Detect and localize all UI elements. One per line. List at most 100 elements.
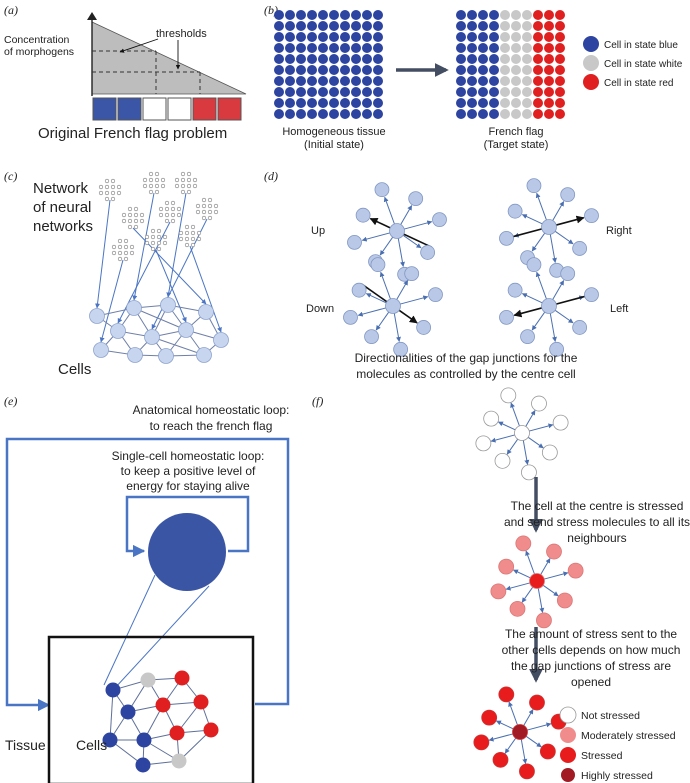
flag-cell [456,109,466,119]
tissue-cell [329,98,339,108]
tissue-cell [351,87,361,97]
stress-edge [520,737,528,765]
tissue-cell [274,32,284,42]
junction-edge [395,280,409,302]
neuron-dot [154,183,160,189]
tissue-cell [318,87,328,97]
flag-cell [522,21,532,31]
flag-cell [555,54,565,64]
neighbour-cell [499,309,514,325]
flag-cell [467,21,477,31]
tissue-box [47,635,255,783]
legend-swatch-red [583,74,599,90]
tissue-cell [296,98,306,108]
flag-cell [555,43,565,53]
tissue-cell [373,65,383,75]
neuron-dot [195,203,201,209]
tissue-cell [318,76,328,86]
neuron-dot [192,183,198,189]
neuron-dot [144,234,150,240]
neighbour-cell [572,241,588,256]
flag-cell [533,43,543,53]
junction-edge [383,196,396,226]
flag-cell [456,43,466,53]
centre-cell [541,298,557,314]
stress-edge [497,421,517,431]
stress-neighbour [492,751,509,768]
neuron-dot [139,212,145,218]
tissue-cell [285,98,295,108]
neuron-dot [160,183,166,189]
y-axis-arrow [87,12,97,20]
tissue-cell [318,21,328,31]
tissue-cell [135,757,151,773]
flag-cell [467,32,477,42]
stress-text2-line1: The amount of stress sent to the [505,627,677,641]
panel-f-label: (f) [312,394,323,408]
tissue-cell [318,10,328,20]
stress-edge [521,585,534,603]
tissue-cell [362,10,372,20]
neighbour-cell [507,282,523,298]
neuron-dot [123,250,129,256]
legend-swatch-stressed [560,747,576,763]
single-loop-line3: energy for staying alive [126,479,250,493]
flag-cell [555,21,565,31]
tissue-cells-label: Cells [76,737,107,753]
neuron-dot [110,184,116,190]
tissue-cell [351,10,361,20]
neuron-dot [117,238,123,244]
flag-cell [456,54,466,64]
neuron-dot [156,234,162,240]
flag-cell [544,54,554,64]
neuron-dot [148,171,154,177]
tissue-cell [296,54,306,64]
tissue-cell [340,98,350,108]
neuron-dot [110,196,116,202]
flag-cell [533,87,543,97]
neighbour-cell [432,212,447,228]
tissue-cell [362,76,372,86]
neuron-dot [127,224,133,230]
tissue-cell [340,10,350,20]
cell-node [127,347,143,363]
neuron-dot [207,197,213,203]
flag-cell [511,54,521,64]
neuron-dot [192,177,198,183]
flag-cell [467,76,477,86]
neuron-dot [186,189,192,195]
tissue-cell [285,43,295,53]
neighbour-cell [364,329,379,345]
tissue-cell [307,43,317,53]
cell-graph-nodes [89,297,229,364]
flag-cell [544,10,554,20]
stress-neighbour [529,694,545,711]
neuron-dot [116,184,122,190]
neuron-dot [190,230,196,236]
tissue-cell [340,43,350,53]
neuron-dot [170,218,176,224]
flag-cell [544,65,554,75]
neural-network-icon [142,171,166,195]
tissue-edges [109,677,212,766]
flag-cell [489,32,499,42]
neuron-dot [170,206,176,212]
flag-square [167,97,192,121]
flag-cell [489,65,499,75]
tissue-cell [318,43,328,53]
cell-edge [151,336,205,356]
flag-cell [544,21,554,31]
stress-star-final [473,686,567,780]
neuron-dot [150,228,156,234]
initial-label-line1: Homogeneous tissue [282,126,385,138]
network-arrow [155,249,187,323]
neuron-dot [201,203,207,209]
tissue-cell [274,76,284,86]
junction-edge [379,235,394,256]
stress-neighbour [498,558,515,575]
panel-e: (e) Anatomical homeostatic loop: to reac… [4,394,289,783]
tissue-cell [329,54,339,64]
neuron-dot [176,212,182,218]
flag-cell [500,87,510,97]
legend-f: Not stressed Moderately stressed Stresse… [559,706,676,782]
